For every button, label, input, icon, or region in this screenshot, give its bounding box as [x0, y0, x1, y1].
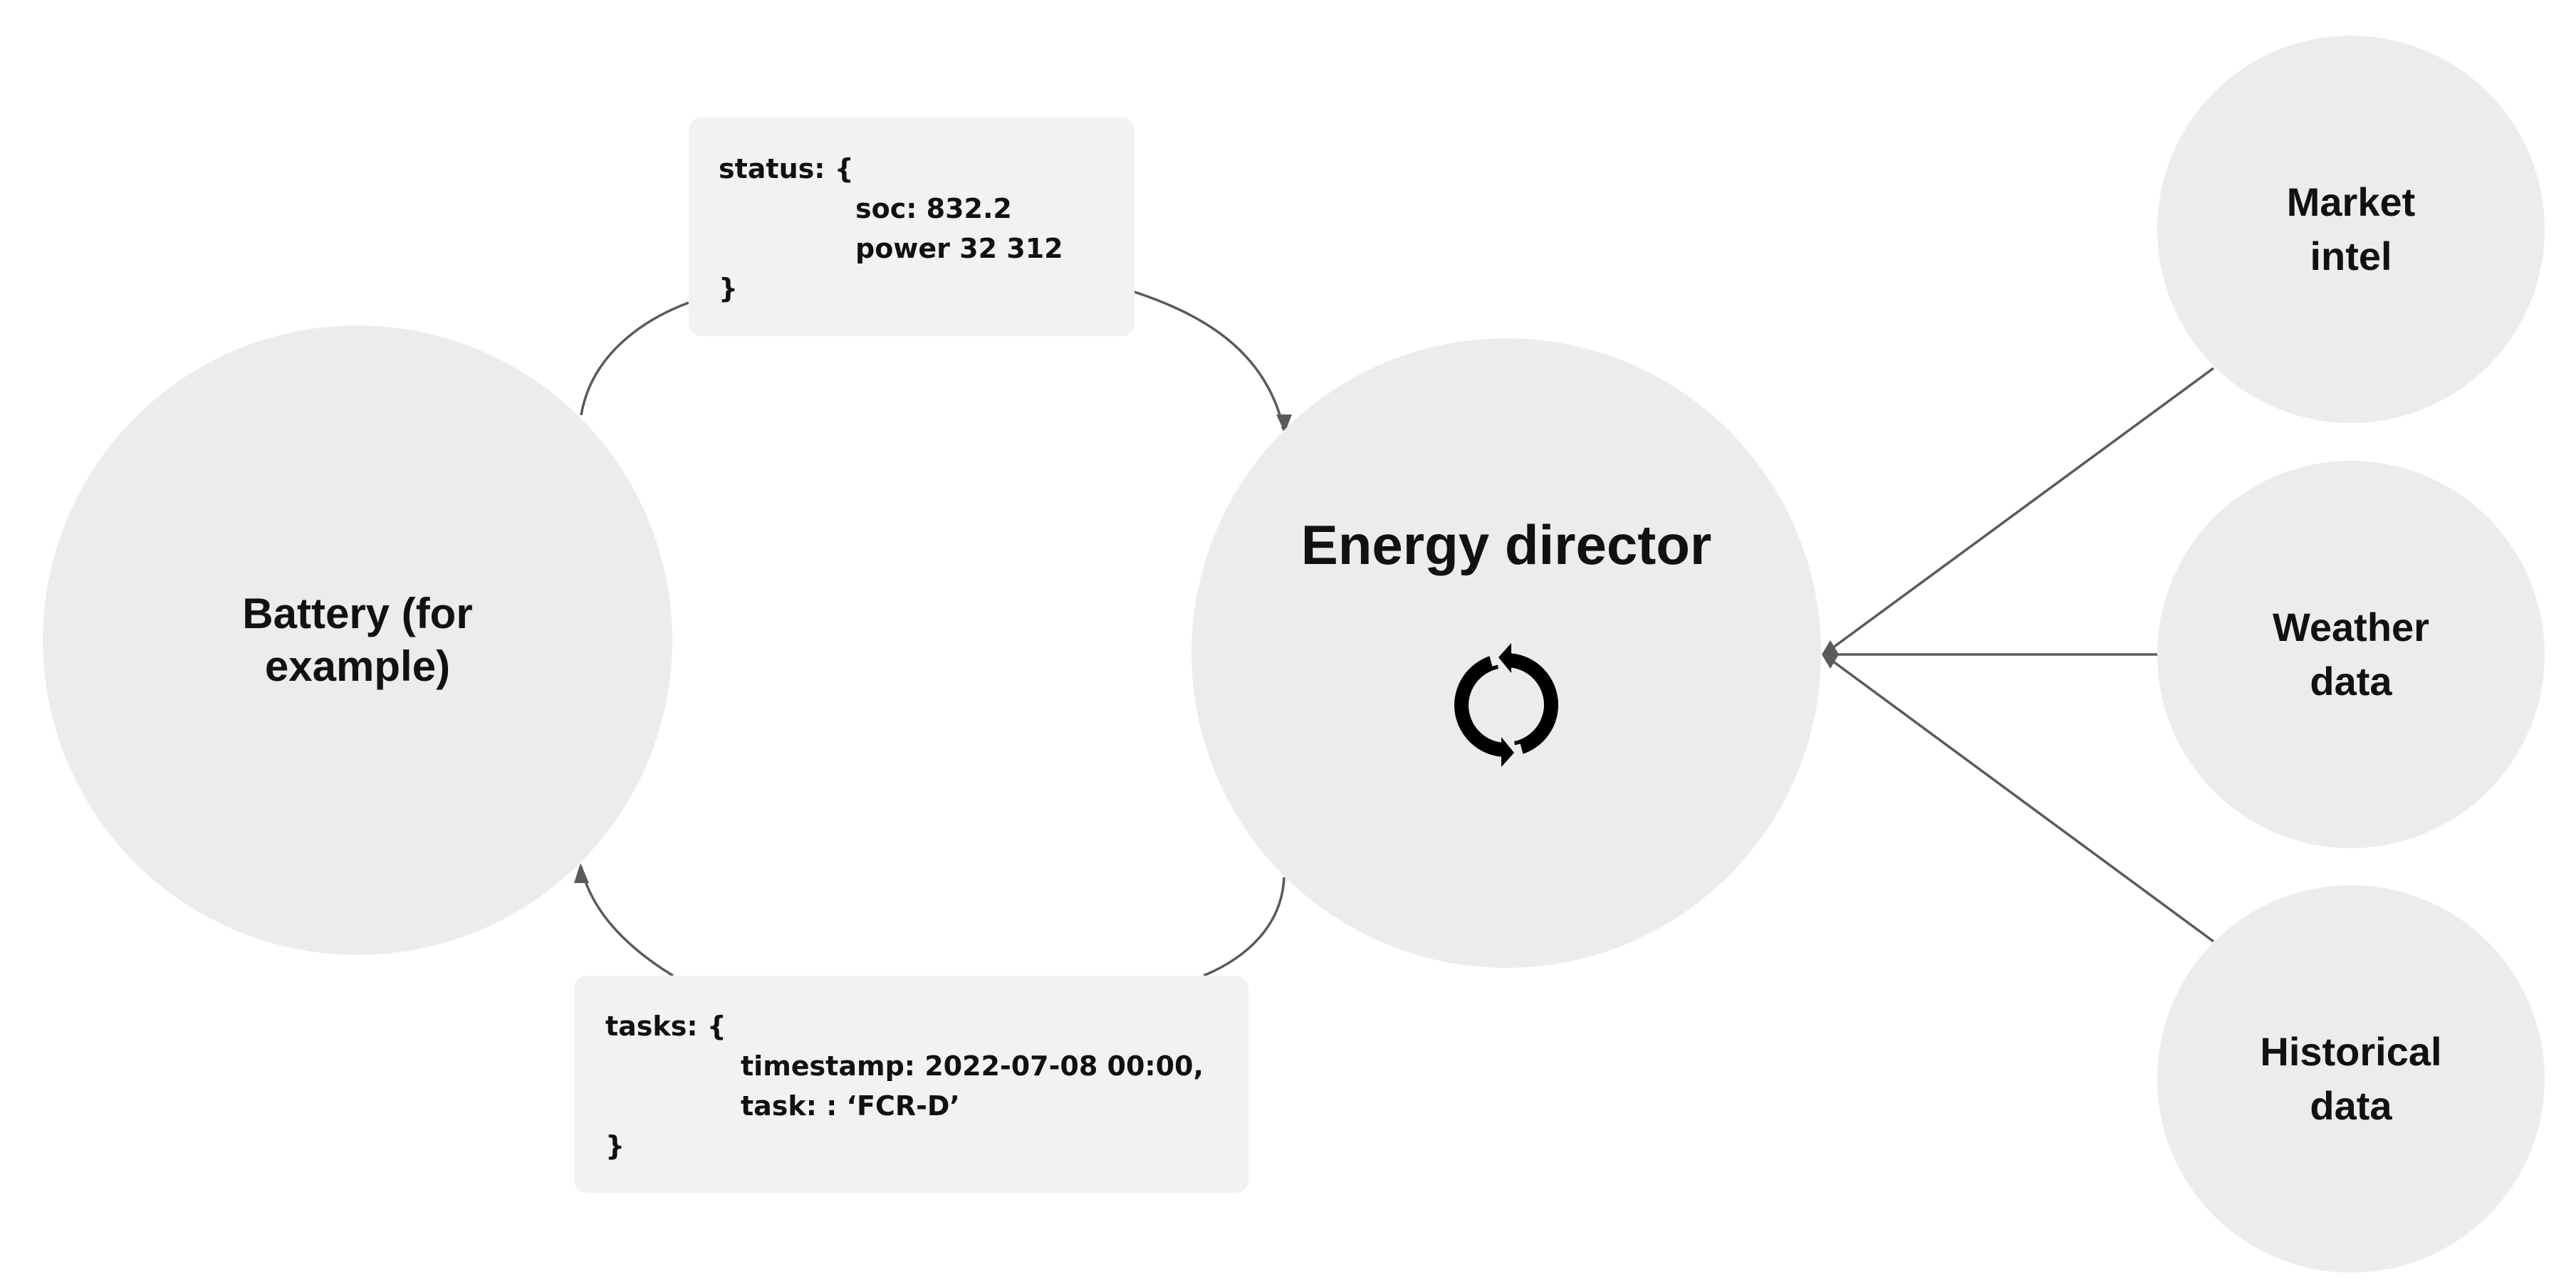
market-intel-node: Market intel: [2157, 36, 2545, 423]
aggregation-diamond: [1822, 640, 1839, 669]
battery-label: Battery (for example): [242, 590, 473, 690]
status-message-box: status: { soc: 832.2 power 32 312 }: [689, 118, 1135, 336]
status-arrowhead: [1276, 414, 1292, 433]
status-open-line: status: {: [719, 153, 854, 184]
tasks-close-line: }: [605, 1130, 625, 1162]
tasks-arc-right: [1203, 877, 1286, 977]
tasks-task-line: task: : ‘FCR-D’: [741, 1090, 960, 1122]
tasks-arc-left: [580, 866, 674, 977]
market-link: [1826, 367, 2215, 653]
battery-node: Battery (for example): [43, 325, 672, 955]
status-arc-right: [1134, 291, 1286, 432]
market-intel-label: Market intel: [2286, 179, 2416, 278]
historical-link: [1826, 656, 2215, 943]
status-soc-line: soc: 832.2: [855, 193, 1012, 224]
tasks-open-line: tasks: {: [605, 1011, 726, 1042]
historical-data-label: Historical data: [2260, 1029, 2442, 1128]
status-arc-left: [580, 301, 689, 416]
status-power-line: power 32 312: [855, 233, 1063, 264]
weather-data-node: Weather data: [2157, 461, 2545, 848]
refresh-cycle-icon: [1454, 637, 1558, 773]
tasks-message-box: tasks: { timestamp: 2022-07-08 00:00, ta…: [574, 976, 1248, 1193]
status-close-line: }: [719, 273, 739, 304]
historical-data-node: Historical data: [2157, 885, 2545, 1273]
tasks-timestamp-line: timestamp: 2022-07-08 00:00,: [741, 1050, 1204, 1082]
tasks-arrowhead: [574, 863, 589, 883]
energy-director-node: Energy director: [1191, 338, 1821, 968]
weather-data-label: Weather data: [2273, 605, 2429, 704]
energy-director-label: Energy director: [1300, 513, 1712, 576]
